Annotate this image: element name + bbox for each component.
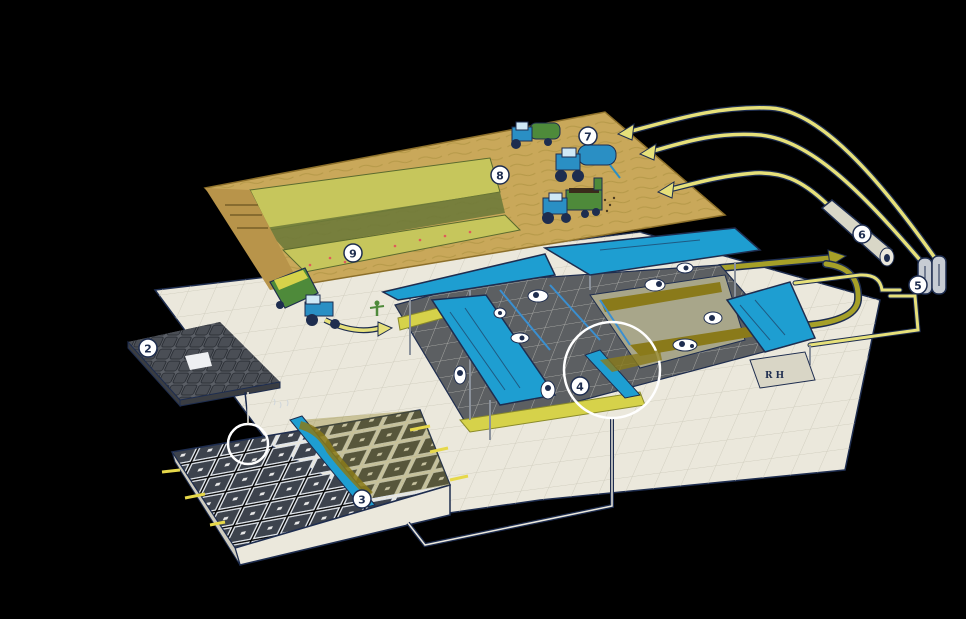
svg-text:3: 3 — [358, 494, 366, 507]
tractor-green-tank — [511, 121, 561, 149]
tractor-green-spreader — [542, 177, 616, 224]
callout-4: 4 — [570, 376, 590, 396]
feed-transport — [269, 267, 394, 337]
callout-5: 5 — [908, 275, 928, 295]
field-vehicles — [511, 121, 621, 224]
slatted-floor-module — [161, 398, 469, 566]
logo-text: R H — [765, 371, 785, 381]
svg-text:4: 4 — [576, 381, 584, 394]
cows — [453, 262, 723, 400]
barn-outflow-pipes — [716, 249, 921, 348]
svg-text:5: 5 — [914, 280, 922, 293]
farmer — [369, 300, 385, 316]
cow-barn: R H — [380, 227, 817, 440]
callout-7: 7 — [578, 126, 598, 146]
svg-text:6: 6 — [858, 229, 866, 242]
callout-6: 6 — [852, 224, 872, 244]
return-flow-arrows — [616, 104, 938, 263]
callout-8: 8 — [490, 165, 510, 185]
detail-circle-4 — [562, 320, 662, 420]
callout-9: 9 — [343, 243, 363, 263]
callout-3: 3 — [352, 489, 372, 509]
callout-2: 2 — [138, 338, 158, 358]
svg-text:9: 9 — [349, 248, 357, 261]
tractor-blue-tanker — [555, 144, 621, 182]
floor-tile-module — [127, 322, 281, 421]
barn-scraper — [584, 349, 641, 399]
svg-text:7: 7 — [584, 131, 592, 144]
svg-text:8: 8 — [496, 170, 504, 183]
svg-text:2: 2 — [144, 343, 152, 356]
callouts: 2 3 4 5 6 7 8 9 — [138, 126, 928, 509]
